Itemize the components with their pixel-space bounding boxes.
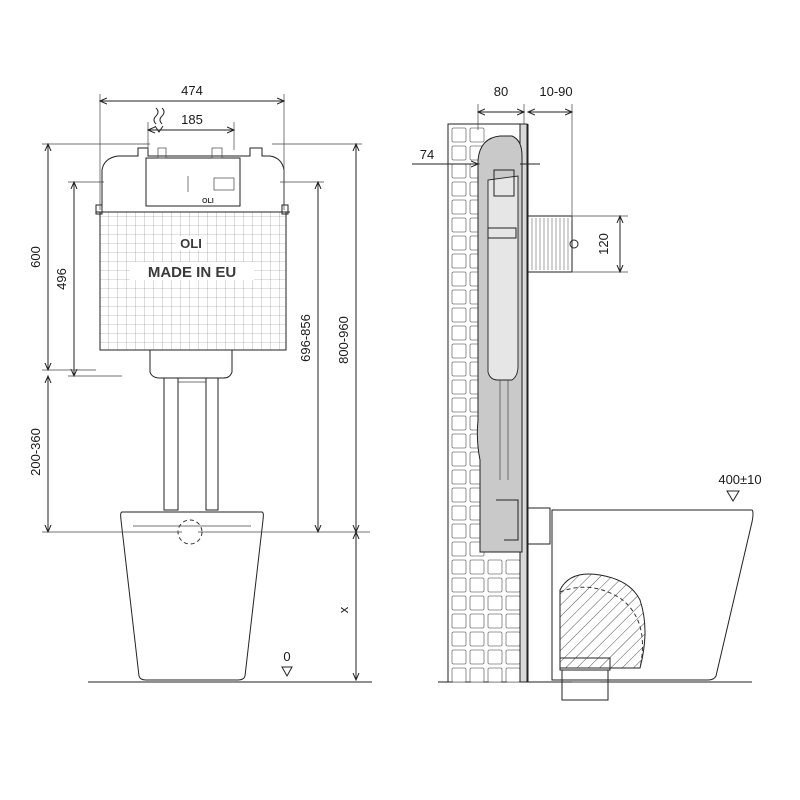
- front-view: OLI OLI MADE IN EU: [28, 83, 372, 683]
- wall-tile: [469, 631, 485, 647]
- wall-tile: [469, 559, 485, 575]
- wall-tile: [469, 595, 485, 611]
- wall-tile: [451, 289, 467, 305]
- wall-tile: [451, 469, 467, 485]
- wall-tile: [451, 487, 467, 503]
- spacing-185-label: 185: [181, 112, 203, 127]
- wall-tile: [451, 433, 467, 449]
- wall-tile: [451, 145, 467, 161]
- wall-tile: [451, 217, 467, 233]
- wall-tile: [451, 397, 467, 413]
- wall-tile: [451, 271, 467, 287]
- wall-tile: [487, 595, 503, 611]
- toilet-pan-front: [120, 511, 264, 681]
- wall-tile: [469, 577, 485, 593]
- wall-tile: [451, 415, 467, 431]
- wall-tile: [505, 667, 521, 683]
- wall-tile: [451, 199, 467, 215]
- floor-level-marker: [281, 666, 293, 678]
- height-x-label: x: [336, 606, 351, 613]
- wall-tile: [469, 649, 485, 665]
- wall-tile: [451, 595, 467, 611]
- pan-axis-marker: [726, 490, 740, 502]
- wall-tile: [505, 595, 521, 611]
- height-600-label: 600: [28, 246, 43, 268]
- wall-tile: [451, 631, 467, 647]
- wall-tile: [451, 541, 467, 557]
- floor-level-label: 0: [283, 649, 290, 664]
- height-496-label: 496: [54, 268, 69, 290]
- flush-pipe-front: [149, 350, 233, 511]
- depth-80-label: 80: [494, 84, 508, 99]
- wall-tile: [451, 361, 467, 377]
- wall-tile: [469, 613, 485, 629]
- wall-tile: [451, 181, 467, 197]
- wall-tile: [451, 379, 467, 395]
- height-800-960-label: 800-960: [336, 316, 351, 364]
- wall-tile: [505, 631, 521, 647]
- width-474-label: 474: [181, 83, 203, 98]
- wall-tile: [451, 505, 467, 521]
- wall-tile: [469, 127, 485, 143]
- height-696-856-label: 696-856: [298, 314, 313, 362]
- wall-tile: [451, 559, 467, 575]
- cistern-brand: OLI: [180, 236, 202, 251]
- wall-tile: [451, 667, 467, 683]
- wall-tile: [451, 577, 467, 593]
- wall-tile: [451, 307, 467, 323]
- wall-tile: [469, 667, 485, 683]
- wall-tile: [487, 649, 503, 665]
- wall-tile: [451, 613, 467, 629]
- wall-tile: [487, 667, 503, 683]
- offset-10-90-label: 10-90: [539, 84, 572, 99]
- pan-axis-label: 400±10: [718, 472, 761, 487]
- wall-tile: [505, 649, 521, 665]
- supply-pipe-side: [527, 215, 579, 273]
- wall-tile: [451, 253, 467, 269]
- panel-brand: OLI: [202, 198, 214, 205]
- wall-tile: [487, 559, 503, 575]
- wall-tile: [451, 649, 467, 665]
- wall-tile: [505, 613, 521, 629]
- wall-tile: [451, 325, 467, 341]
- pan-connector: [527, 507, 551, 545]
- flush-mechanism-top: OLI: [101, 147, 285, 207]
- wall-tile: [487, 577, 503, 593]
- wall-tile: [505, 559, 521, 575]
- depth-74-label: 74: [420, 147, 434, 162]
- wall-tile: [451, 163, 467, 179]
- wall-tile: [487, 613, 503, 629]
- wall-tile: [451, 343, 467, 359]
- wall-tile: [451, 451, 467, 467]
- toilet-pan-side: [551, 509, 754, 701]
- height-120-label: 120: [596, 233, 611, 255]
- side-view: 80 10-90 74 120 400±10: [412, 84, 762, 701]
- cistern-tank: OLI MADE IN EU: [95, 204, 290, 351]
- cistern-origin-text: MADE IN EU: [148, 264, 236, 281]
- water-supply-icon: [153, 107, 165, 133]
- wall-tile: [451, 235, 467, 251]
- cistern-side-profile: [476, 135, 523, 553]
- wall-tile: [505, 577, 521, 593]
- wall-tile: [487, 631, 503, 647]
- wall-tile: [451, 523, 467, 539]
- wall-tile: [451, 127, 467, 143]
- height-200-360-label: 200-360: [28, 428, 43, 476]
